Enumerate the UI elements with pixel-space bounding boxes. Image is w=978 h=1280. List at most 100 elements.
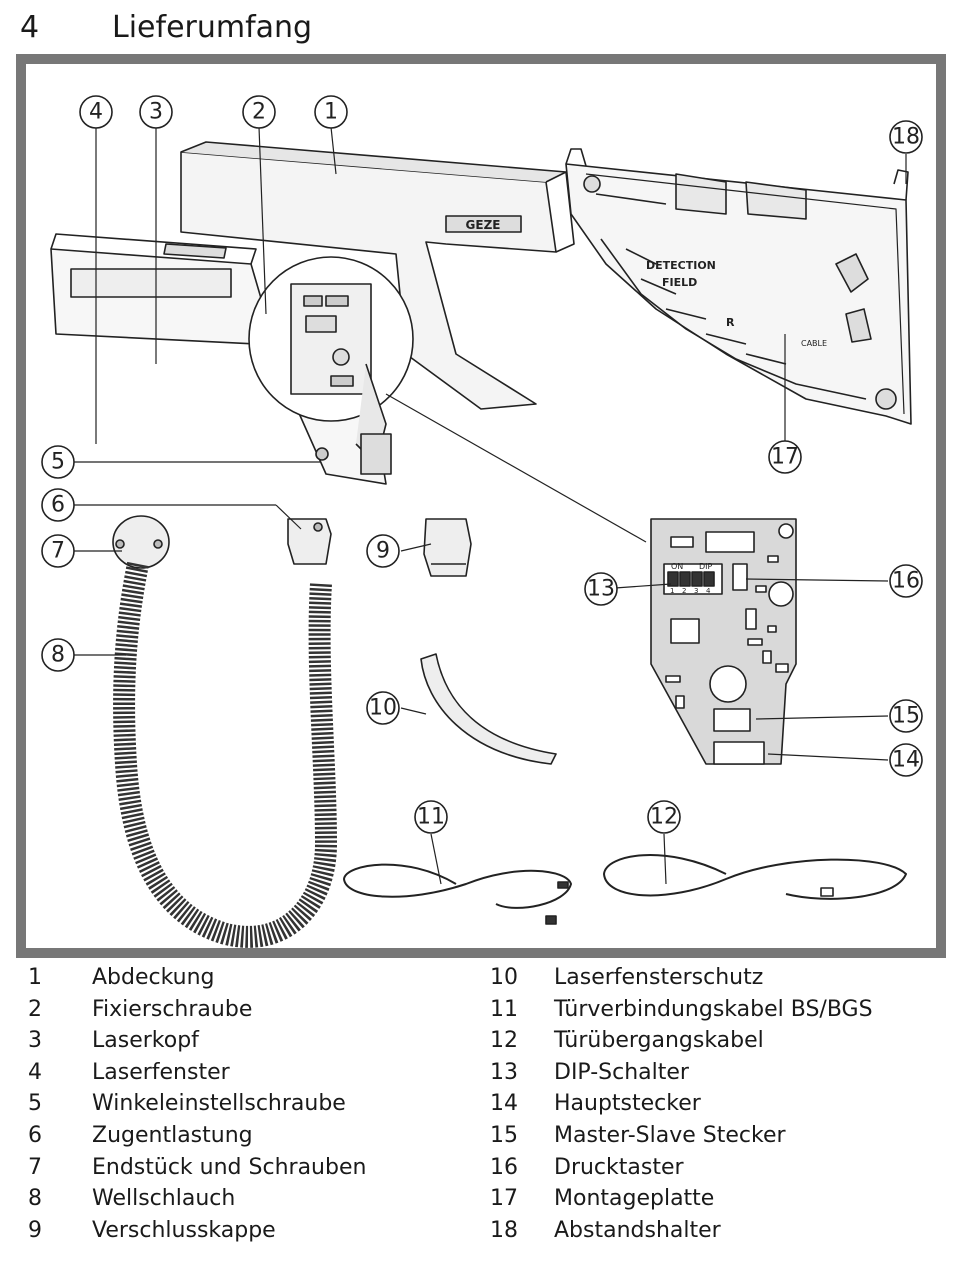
callout-7 (41, 534, 75, 568)
control-board-part: ON DIP 1 2 3 4 (650, 518, 797, 765)
legend-number: 1 (28, 965, 42, 990)
legend-number: 13 (490, 1059, 518, 1085)
push-button (732, 563, 748, 591)
legend-text: Verschlusskappe (92, 1217, 276, 1243)
callout-6 (41, 488, 75, 522)
cover-part: GEZE (180, 141, 575, 410)
callout-text-2: 2 (252, 100, 266, 125)
r-label: R (726, 316, 735, 329)
callout-numbers: 4 3 2 1 18 17 5 6 7 8 9 10 11 12 13 16 1… (51, 100, 920, 830)
parts-figure: GEZE (16, 54, 946, 958)
callout-text-6: 6 (51, 493, 65, 518)
legend-text: Türübergangskabel (554, 1028, 764, 1054)
callout-14 (889, 743, 923, 777)
legend-text: Hauptstecker (554, 1091, 701, 1117)
legend-number: 9 (28, 1217, 42, 1243)
callout-text-9: 9 (376, 539, 390, 564)
legend-text: Zugentlastung (92, 1122, 253, 1148)
mounting-plate-part: DETECTION FIELD R CABLE (565, 148, 912, 425)
callout-8 (41, 638, 75, 672)
master-slave-connector (713, 708, 751, 732)
legend-text: Winkeleinstellschraube (92, 1091, 346, 1117)
section-number: 4 (20, 10, 40, 45)
legend-item: 4 Laserfenster (28, 1057, 478, 1089)
legend-number: 16 (490, 1154, 518, 1180)
legend-item: 16 Drucktaster (490, 1152, 940, 1184)
callout-text-12: 12 (650, 805, 678, 830)
callout-text-4: 4 (89, 100, 103, 125)
callout-13 (584, 572, 618, 606)
legend-number: 8 (28, 1186, 42, 1212)
legend-text: Master-Slave Stecker (554, 1122, 786, 1148)
dip-num-2: 2 (682, 587, 686, 595)
callout-9 (366, 534, 400, 568)
dip-on-label: ON (671, 562, 683, 571)
legend-item: 8 Wellschlauch (28, 1183, 478, 1215)
legend-number: 10 (490, 965, 518, 990)
legend-text: Abstandshalter (554, 1217, 721, 1243)
legend-number: 11 (490, 996, 518, 1022)
cable-label: CABLE (801, 339, 827, 348)
legend-number: 14 (490, 1091, 518, 1117)
callout-text-14: 14 (892, 748, 920, 773)
legend-text: Abdeckung (92, 965, 215, 990)
laser-window-guard-part (420, 653, 557, 765)
callout-text-17: 17 (771, 445, 799, 470)
legend-number: 6 (28, 1122, 42, 1148)
legend-number: 3 (28, 1028, 42, 1054)
legend-number: 15 (490, 1122, 518, 1148)
legend-number: 4 (28, 1059, 42, 1085)
legend-item: 14 Hauptstecker (490, 1088, 940, 1120)
legend-number: 2 (28, 996, 42, 1022)
brand-label: GEZE (466, 218, 501, 232)
dip-num-4: 4 (706, 587, 711, 595)
closing-cap-part (423, 518, 472, 577)
callout-text-16: 16 (892, 569, 920, 594)
detection-label: DETECTION (646, 259, 716, 272)
callout-text-10: 10 (369, 696, 397, 721)
callout-text-7: 7 (51, 539, 65, 564)
legend-text: Drucktaster (554, 1154, 684, 1180)
legend-text: Laserfenster (92, 1059, 230, 1085)
legend-number: 5 (28, 1091, 42, 1117)
legend-item: 9 Verschlusskappe (28, 1215, 478, 1247)
field-label: FIELD (662, 276, 697, 289)
parts-illustration: GEZE (41, 95, 923, 948)
callout-text-13: 13 (587, 577, 615, 602)
leader-lines (72, 126, 907, 885)
callout-text-15: 15 (892, 704, 920, 729)
legend-text: Fixierschraube (92, 996, 253, 1022)
callout-18 (889, 120, 923, 154)
callout-11 (414, 800, 448, 834)
callout-5 (41, 445, 75, 479)
callout-17 (768, 440, 802, 474)
callout-1 (314, 95, 348, 129)
legend-text: Wellschlauch (92, 1186, 236, 1212)
callout-text-8: 8 (51, 643, 65, 668)
callout-text-5: 5 (51, 450, 65, 475)
legend-item: 12 Türübergangskabel (490, 1025, 940, 1057)
legend-text: Endstück und Schrauben (92, 1154, 367, 1180)
legend-item: 2 Fixierschraube (28, 994, 478, 1026)
callout-12 (647, 800, 681, 834)
legend-item: 6 Zugentlastung (28, 1120, 478, 1152)
callout-4 (79, 95, 113, 129)
callout-2 (242, 95, 276, 129)
legend-item: 1 Abdeckung (28, 962, 478, 994)
legend-number: 17 (490, 1186, 518, 1212)
legend-item: 15 Master-Slave Stecker (490, 1120, 940, 1152)
legend-number: 12 (490, 1028, 518, 1054)
dip-num-1: 1 (670, 587, 674, 595)
callout-text-1: 1 (324, 100, 338, 125)
callout-text-11: 11 (417, 805, 445, 830)
callout-16 (889, 564, 923, 598)
section-title: Lieferumfang (112, 10, 313, 45)
